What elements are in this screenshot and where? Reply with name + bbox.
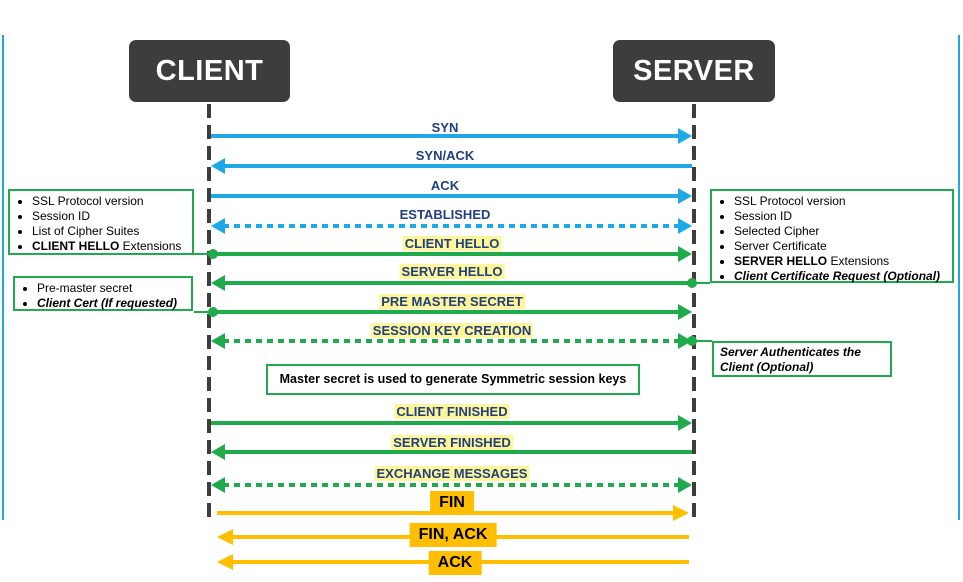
pre-master-note: Pre-master secret Client Cert (If reques… <box>13 276 193 311</box>
message-arrows <box>194 128 712 570</box>
syn-ack-label: SYN/ACK <box>415 148 475 163</box>
server-auth-note-line: Server Authenticates the <box>720 345 861 359</box>
master-secret-note: Master secret is used to generate Symmet… <box>266 364 640 395</box>
syn-ack-arrowhead <box>211 158 225 174</box>
server-label: SERVER <box>633 54 755 87</box>
pre-master-note-item: Client Cert (If requested) <box>37 296 187 311</box>
pre-master-secret-label: PRE MASTER SECRET <box>379 294 525 309</box>
established-arrowhead <box>211 218 225 234</box>
server-hello-label: SERVER HELLO <box>399 264 505 279</box>
server-hello-note: SSL Protocol version Session ID Selected… <box>710 189 954 283</box>
established-label: ESTABLISHED <box>399 207 491 222</box>
client-hello-note-item: List of Cipher Suites <box>32 224 188 239</box>
syn-label: SYN <box>431 120 459 135</box>
pre-master-secret-arrowhead <box>678 304 692 320</box>
exchange-messages-arrowhead <box>678 477 692 493</box>
client-hello-keyword: CLIENT HELLO <box>32 239 120 253</box>
server-hello-note-item: SERVER HELLO Extensions <box>734 254 948 269</box>
master-secret-text: Master secret is used to generate Symmet… <box>279 372 627 386</box>
client-hello-arrowhead <box>678 246 692 262</box>
server-auth-note: Server Authenticates the Client (Optiona… <box>712 341 892 377</box>
client-actor-box: CLIENT <box>129 40 290 102</box>
client-label: CLIENT <box>155 54 264 87</box>
exchange-messages-label: EXCHANGE MESSAGES <box>374 466 530 481</box>
client-hello-note: SSL Protocol version Session ID List of … <box>8 189 194 255</box>
session-key-creation-arrowhead <box>678 333 692 349</box>
session-key-creation-arrowhead <box>211 333 225 349</box>
fin-arrowhead <box>673 505 689 521</box>
server-hello-note-item: Selected Cipher <box>734 224 948 239</box>
server-hello-note-item: SSL Protocol version <box>734 194 948 209</box>
server-hello-note-item: Session ID <box>734 209 948 224</box>
session-key-creation-label: SESSION KEY CREATION <box>370 323 534 338</box>
fin-label: FIN <box>430 491 474 515</box>
fin-ack-label: FIN, ACK <box>409 523 497 547</box>
server-hello-arrowhead <box>211 275 225 291</box>
server-finished-label: SERVER FINISHED <box>391 435 513 450</box>
ack-label: ACK <box>430 178 460 193</box>
server-actor-box: SERVER <box>613 40 775 102</box>
syn-arrowhead <box>678 128 692 144</box>
client-hello-note-item: CLIENT HELLO Extensions <box>32 239 188 254</box>
final-ack-arrowhead <box>217 554 233 570</box>
fin-ack-arrowhead <box>217 529 233 545</box>
server-hello-keyword: SERVER HELLO <box>734 254 828 268</box>
client-hello-extensions-text: Extensions <box>119 239 182 253</box>
server-hello-note-item: Server Certificate <box>734 239 948 254</box>
client-hello-note-item: SSL Protocol version <box>32 194 188 209</box>
server-finished-arrowhead <box>211 444 225 460</box>
client-finished-arrowhead <box>678 415 692 431</box>
client-hello-note-item: Session ID <box>32 209 188 224</box>
client-hello-label: CLIENT HELLO <box>402 236 502 251</box>
established-arrowhead <box>678 218 692 234</box>
server-hello-extensions-text: Extensions <box>827 254 890 268</box>
server-hello-note-item: Client Certificate Request (Optional) <box>734 269 948 284</box>
final-ack-label: ACK <box>428 551 482 575</box>
server-auth-note-line: Client (Optional) <box>720 360 814 374</box>
pre-master-note-item: Pre-master secret <box>37 281 187 296</box>
client-finished-label: CLIENT FINISHED <box>394 404 510 419</box>
exchange-messages-arrowhead <box>211 477 225 493</box>
ack-arrowhead <box>678 188 692 204</box>
